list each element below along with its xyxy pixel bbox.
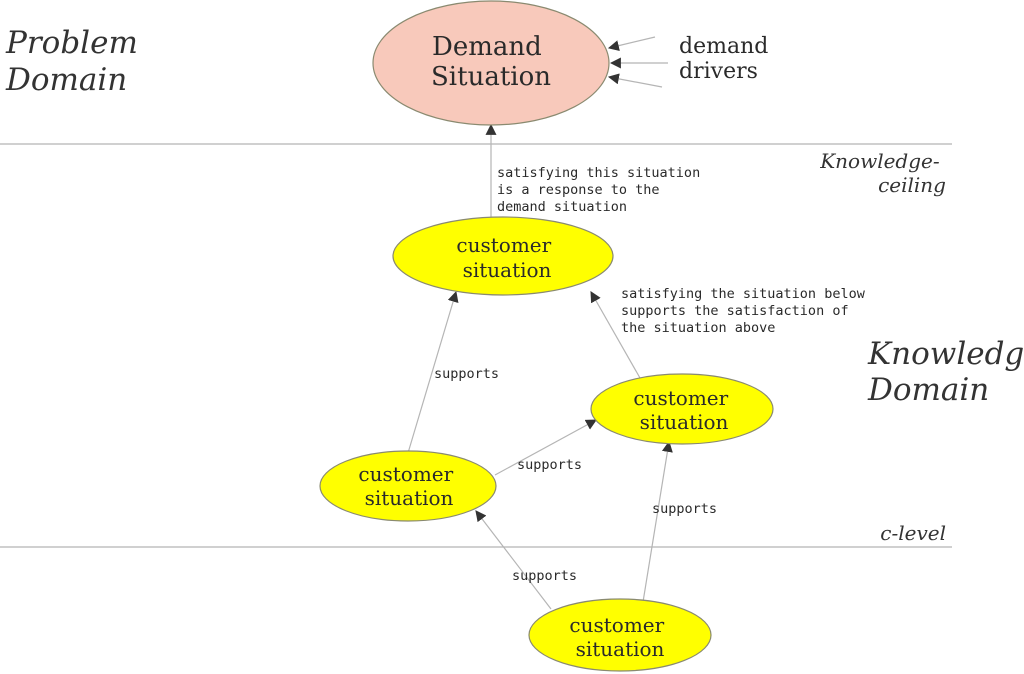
svg-text:Demand Situation: Demand Situation (431, 32, 551, 92)
c-level-label: c-level (880, 521, 946, 545)
edge-right-to-top (590, 291, 641, 379)
edge-label-left-to-top: supports (434, 366, 499, 382)
svg-text:customer situation: customer situation (358, 462, 459, 510)
edge-left-to-top (407, 290, 459, 454)
svg-text:customer situation: customer situation (633, 386, 734, 434)
edge-label-left-to-right: supports (517, 457, 582, 473)
customer-situation-top-node: customer situation (392, 216, 614, 296)
response-annotation: satisfying this situation is a response … (497, 165, 708, 215)
demand-drivers-label: demand drivers (679, 34, 775, 84)
edge-label-bottom-to-left: supports (512, 568, 577, 584)
customer-situation-right-node: customer situation (590, 373, 774, 445)
knowledge-domain-label: Knowledge Domain (867, 336, 1024, 408)
knowledge-ceiling-label: Knowledge- ceiling (819, 149, 946, 197)
supports-annotation: satisfying the situation below supports … (621, 286, 873, 336)
svg-text:customer situation: customer situation (456, 233, 557, 282)
svg-text:customer situation: customer situation (569, 613, 670, 661)
problem-domain-label: Problem Domain (5, 25, 148, 98)
edge-left-to-right (494, 419, 597, 476)
edge-bottom-to-left (475, 510, 552, 610)
driver-arrow-1 (607, 36, 656, 52)
edge-bottom-to-right (642, 440, 673, 603)
customer-situation-bottom-node: customer situation (528, 598, 712, 672)
driver-arrow-3 (607, 73, 663, 88)
edge-label-bottom-to-right: supports (652, 501, 717, 517)
demand-situation-node: Demand Situation (372, 0, 610, 126)
customer-situation-left-node: customer situation (319, 450, 497, 522)
